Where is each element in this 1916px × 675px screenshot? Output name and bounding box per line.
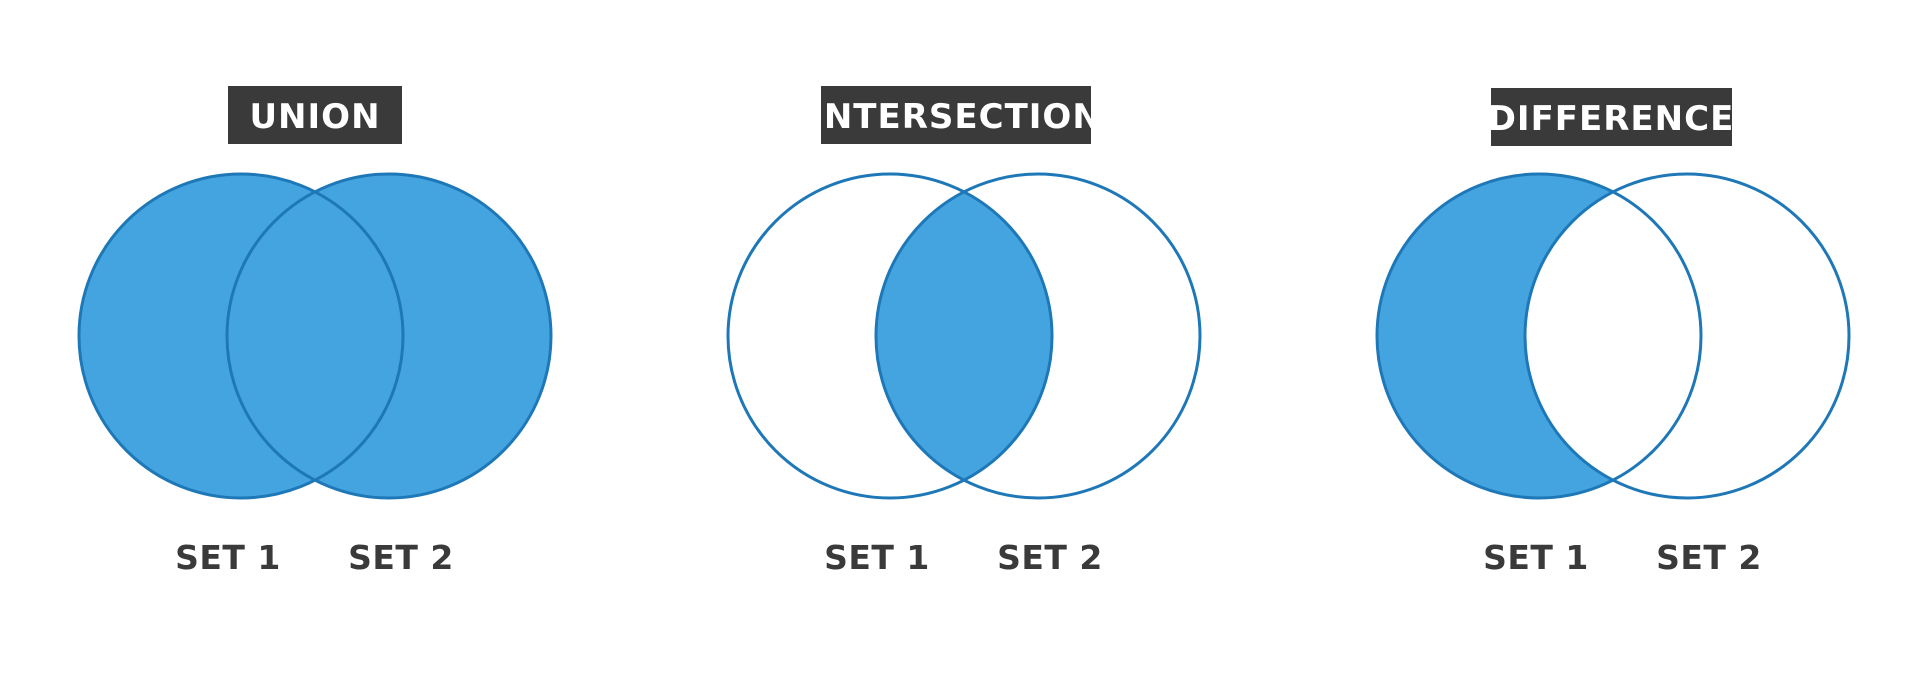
set2-circle-intersection bbox=[874, 172, 1202, 500]
set2-fill-union bbox=[227, 174, 551, 498]
venn-difference bbox=[1375, 172, 1851, 500]
set1-label-union: SET 1 bbox=[175, 538, 281, 577]
set2-label-intersection: SET 2 bbox=[997, 538, 1103, 577]
intersection-fill bbox=[876, 174, 1052, 498]
venn-union bbox=[77, 172, 553, 500]
title-box-difference bbox=[1491, 88, 1732, 146]
title-difference: DIFFERENCE bbox=[1488, 99, 1735, 139]
set1-label-intersection: SET 1 bbox=[824, 538, 930, 577]
panel-union: UNION SET 1 SET 2 bbox=[77, 86, 553, 577]
set2-label-difference: SET 2 bbox=[1656, 538, 1762, 577]
title-union: UNION bbox=[249, 97, 380, 137]
title-box-union bbox=[228, 86, 402, 144]
set2-label-union: SET 2 bbox=[348, 538, 454, 577]
venn-intersection bbox=[726, 172, 1202, 500]
title-intersection: INTERSECTION bbox=[810, 97, 1102, 137]
set1-circle-difference bbox=[1375, 172, 1703, 500]
difference-fill bbox=[1377, 174, 1701, 498]
set1-circle-intersection bbox=[726, 172, 1054, 500]
title-box-intersection bbox=[821, 86, 1091, 144]
set1-label-difference: SET 1 bbox=[1483, 538, 1589, 577]
set2-circle-union bbox=[225, 172, 553, 500]
panel-intersection: INTERSECTION SET 1 SET 2 bbox=[726, 86, 1202, 577]
set2-circle-difference bbox=[1523, 172, 1851, 500]
set1-circle-union bbox=[77, 172, 405, 500]
panel-difference: DIFFERENCE SET 1 SET 2 bbox=[1375, 88, 1851, 577]
